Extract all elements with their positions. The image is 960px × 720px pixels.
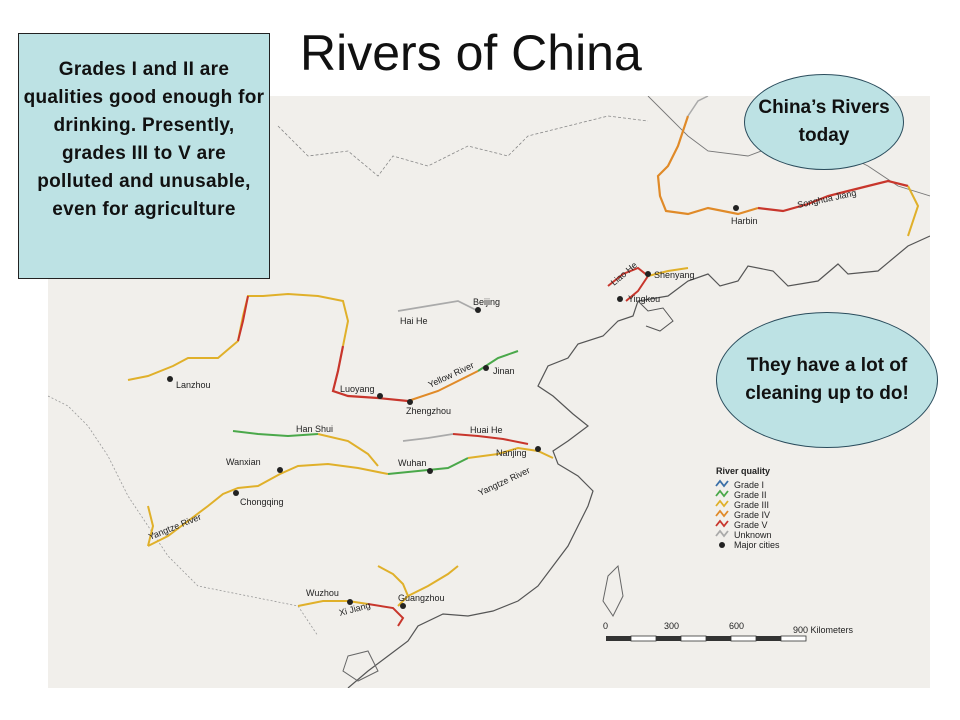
city-shenyang-label: Shenyang: [654, 270, 695, 280]
river-xi-grade3-ne: [407, 565, 459, 597]
city-nanjing-label: Nanjing: [496, 448, 527, 458]
inland-border: [277, 115, 649, 177]
legend-grade1: Grade I: [734, 480, 764, 490]
scale-label-300: 300: [664, 621, 679, 631]
river-han-grade2: [232, 430, 319, 438]
river-han-grade3: [317, 433, 379, 467]
legend-swatch-grade5: [715, 519, 729, 528]
city-harbin-dot: [733, 205, 739, 211]
river-north-unknown: [687, 96, 709, 117]
river-huai-grade5: [452, 433, 529, 445]
river-hai-unknown: [397, 300, 479, 312]
city-zhengzhou-label: Zhengzhou: [406, 406, 451, 416]
legend-unknown: Unknown: [734, 530, 772, 540]
city-wanxian-dot: [277, 467, 283, 473]
river-yangtze-grade2: [387, 457, 469, 475]
city-jinan-dot: [483, 365, 489, 371]
legend-grade3: Grade III: [734, 500, 769, 510]
river-label-huai: Huai He: [470, 425, 503, 435]
city-wanxian-label: Wanxian: [226, 457, 261, 467]
river-yellow-grade4: [407, 370, 479, 402]
city-beijing-label: Beijing: [473, 297, 500, 307]
coastline: [347, 235, 930, 688]
map-svg: Harbin Shenyang Yingkou Beijing Lanzhou …: [48, 96, 930, 688]
river-label-yangtze-east: Yangtze River: [477, 465, 532, 498]
legend-grade4: Grade IV: [734, 510, 770, 520]
scale-label-600: 600: [729, 621, 744, 631]
river-huai-unknown: [402, 433, 454, 442]
city-wuzhou-dot: [347, 599, 353, 605]
legend-grade5: Grade V: [734, 520, 768, 530]
city-guangzhou-dot: [400, 603, 406, 609]
city-luoyang-dot: [377, 393, 383, 399]
city-shenyang-dot: [645, 271, 651, 277]
bubble-rivers-today: China’s Rivers today: [744, 74, 904, 170]
river-songhua-grade4: [656, 115, 759, 216]
bubble-cleaning-up-text: They have a lot of cleaning up to do!: [745, 355, 909, 404]
city-beijing-dot: [475, 307, 481, 313]
island-taiwan: [602, 564, 624, 617]
legend-grade2: Grade II: [734, 490, 767, 500]
city-zhengzhou-dot: [407, 399, 413, 405]
river-yellow-grade5: [331, 345, 409, 403]
scale-label-900: 900 Kilometers: [793, 625, 854, 635]
legend-swatch-grade3: [715, 499, 729, 508]
river-label-han: Han Shui: [296, 424, 333, 434]
river-xi-grade5: [367, 603, 405, 627]
scale-label-0: 0: [603, 621, 608, 631]
city-lanzhou-label: Lanzhou: [176, 380, 211, 390]
page-title: Rivers of China: [300, 25, 642, 81]
river-yangtze-grade3-east: [467, 446, 554, 459]
city-lanzhou-dot: [167, 376, 173, 382]
legend-swatch-grade1: [715, 479, 729, 488]
river-xi-grade3-north: [377, 565, 410, 607]
grades-note: Grades I and II are qualities good enoug…: [18, 33, 270, 279]
city-yingkou-label: Yingkou: [628, 294, 660, 304]
river-label-yangtze-west: Yangtze River: [147, 512, 203, 542]
river-xi-grade3: [297, 600, 369, 607]
river-label-liao: Liao He: [609, 260, 639, 288]
city-luoyang-label: Luoyang: [340, 384, 375, 394]
city-chongqing-label: Chongqing: [240, 497, 284, 507]
river-liao-grade3: [647, 267, 689, 277]
city-chongqing-dot: [233, 490, 239, 496]
west-border: [48, 395, 319, 637]
city-yingkou-dot: [617, 296, 623, 302]
legend-swatch-unknown: [715, 529, 729, 538]
scale-bar: [606, 635, 807, 642]
legend-swatch-grade4: [715, 509, 729, 518]
peninsula: [637, 300, 674, 332]
bubble-rivers-today-text: China’s Rivers today: [758, 97, 890, 146]
river-liao-grade5: [607, 266, 650, 302]
river-label-songhua: Songhua Jiang: [796, 188, 857, 210]
city-harbin-label: Harbin: [731, 216, 758, 226]
legend-city-dot: [719, 542, 725, 548]
river-yellow-upper-grade5: [237, 295, 249, 342]
city-nanjing-dot: [535, 446, 541, 452]
river-yangtze-grade3-west: [147, 462, 389, 547]
city-wuhan-dot: [427, 468, 433, 474]
river-songhua-grade5: [757, 179, 909, 213]
city-wuhan-label: Wuhan: [398, 458, 426, 468]
river-yangtze-grade3-upper: [147, 505, 155, 547]
city-jinan-label: Jinan: [493, 366, 515, 376]
legend-swatch-grade2: [715, 489, 729, 498]
legend-cities: Major cities: [734, 540, 780, 550]
city-guangzhou-label: Guangzhou: [398, 593, 445, 603]
legend-title: River quality: [716, 466, 770, 476]
river-songhua-grade3: [907, 185, 920, 237]
city-wuzhou-label: Wuzhou: [306, 588, 339, 598]
bubble-cleaning-up: They have a lot of cleaning up to do!: [716, 312, 938, 448]
island-hainan: [342, 650, 379, 682]
river-label-hai: Hai He: [400, 316, 428, 326]
